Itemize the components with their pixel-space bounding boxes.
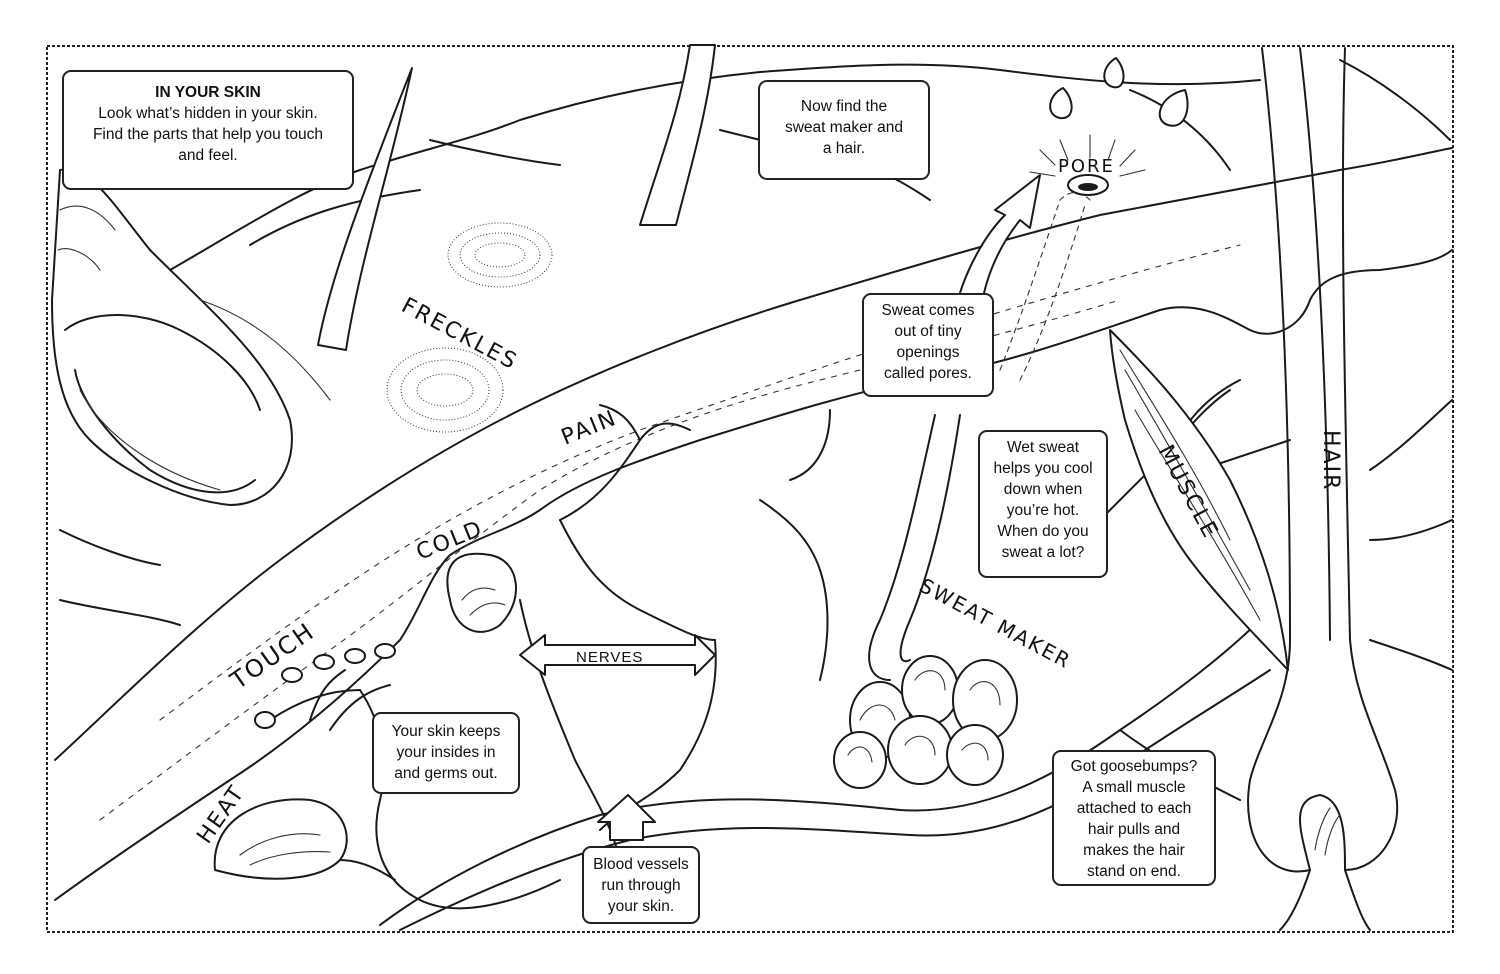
freckles [386, 222, 553, 433]
callout-line: called pores. [884, 365, 972, 382]
callout-line: sweat maker and [784, 119, 904, 136]
arrows [519, 174, 1041, 841]
callout-line: your insides in [396, 744, 496, 761]
intro-title: IN YOUR SKIN [155, 84, 261, 101]
arrector-muscle [1109, 329, 1289, 671]
finger-drawing [51, 168, 293, 506]
callout-line: Sweat comes [881, 302, 975, 319]
label-pore: PORE [1058, 156, 1115, 177]
nerve-network [213, 404, 831, 910]
callout-line: out of tiny [894, 323, 962, 340]
pore [1029, 57, 1189, 196]
page-border [46, 45, 1454, 933]
callout-line: stand on end. [1087, 863, 1181, 880]
callout-wet-sweat: Wet sweat helps you cool down when you’r… [978, 430, 1108, 578]
callout-line: you’re hot. [1006, 502, 1080, 519]
intro-line: Find the parts that help you touch [92, 126, 324, 143]
callout-line: helps you cool [993, 460, 1093, 477]
callout-line: down when [1003, 481, 1083, 498]
callout-insides: Your skin keeps your insides in and germ… [372, 712, 520, 794]
intro-line: and feel. [178, 147, 238, 164]
callout-line: When do you [997, 523, 1089, 540]
callout-line: openings [896, 344, 960, 361]
intro-line: Look what’s hidden in your skin. [98, 105, 318, 122]
callout-line: attached to each [1076, 800, 1192, 817]
label-touch: TOUCH [225, 617, 320, 696]
callout-line: makes the hair [1083, 842, 1185, 859]
callout-line: run through [601, 877, 681, 894]
callout-line: hair pulls and [1087, 821, 1181, 838]
label-nerves: NERVES [576, 649, 643, 666]
callout-line: Blood vessels [593, 856, 689, 873]
sweat-gland [833, 191, 1091, 789]
surface-hairs [317, 44, 716, 351]
callout-goosebumps: Got goosebumps? A small muscle attached … [1052, 750, 1216, 886]
label-hair: HAIR [1318, 430, 1343, 491]
callout-line: a hair. [822, 140, 866, 157]
callout-sweat-hair: Now find the sweat maker and a hair. [758, 80, 930, 180]
callout-line: Got goosebumps? [1070, 758, 1198, 775]
callout-line: Wet sweat [1006, 439, 1080, 456]
hair-follicle [1247, 47, 1399, 931]
callout-line: A small muscle [1082, 779, 1186, 796]
label-freckles: FRECKLES [397, 293, 522, 375]
callout-line: your skin. [607, 898, 675, 915]
callout-line: Your skin keeps [391, 723, 501, 740]
intro-box: IN YOUR SKIN Look what’s hidden in your … [62, 70, 354, 190]
callout-line: and germs out. [394, 765, 498, 782]
callout-line: sweat a lot? [1001, 544, 1085, 561]
label-pain: PAIN [558, 406, 621, 451]
callout-line: Now find the [800, 98, 888, 115]
callout-pores: Sweat comes out of tiny openings called … [862, 293, 994, 397]
callout-blood: Blood vessels run through your skin. [582, 846, 700, 924]
